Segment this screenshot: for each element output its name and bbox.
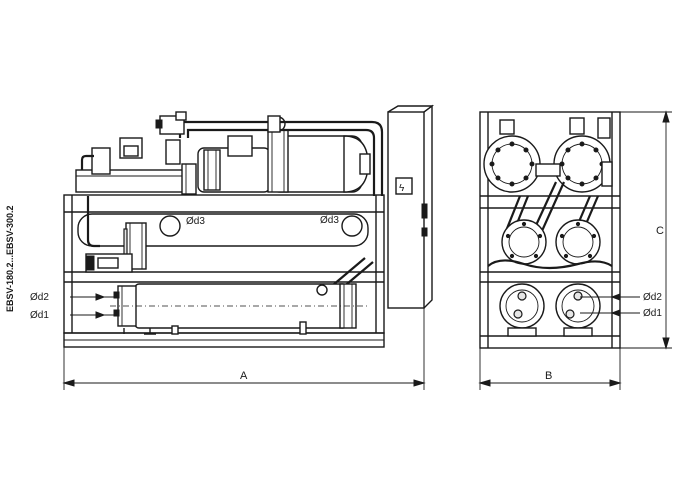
- dimension-b-label: B: [545, 370, 552, 382]
- evaporator-end-left: [499, 283, 545, 329]
- d2-label-front: Ød2: [643, 292, 662, 303]
- dimension-c: C: [620, 110, 672, 350]
- d2-label-side: Ød2: [30, 292, 49, 303]
- main-frame: [63, 194, 385, 334]
- d3-label-left: Ød3: [186, 216, 205, 227]
- model-label: EBSV-180.2...EBSV-300.2: [5, 205, 15, 312]
- d3-port-left: [159, 215, 181, 237]
- d3-label-right: Ød3: [320, 215, 339, 226]
- dimension-b: B: [478, 348, 622, 390]
- upper-manifold: [77, 213, 369, 247]
- side-view: Ød3 Ød3 Ød2 Ød1: [30, 104, 435, 348]
- front-frame: [479, 111, 621, 349]
- dimension-a-label: A: [240, 370, 248, 382]
- electrical-cabinet: [387, 111, 425, 309]
- d1-label-side: Ød1: [30, 310, 49, 321]
- d1-label-front: Ød1: [643, 308, 662, 319]
- front-view: Ød2 Ød1: [479, 111, 662, 349]
- dimension-a: A: [62, 308, 426, 390]
- d3-port-right: [341, 215, 363, 237]
- dimension-c-label: C: [656, 225, 664, 237]
- warning-icon: ϟ: [399, 183, 405, 194]
- evaporator-end-right: [555, 283, 601, 329]
